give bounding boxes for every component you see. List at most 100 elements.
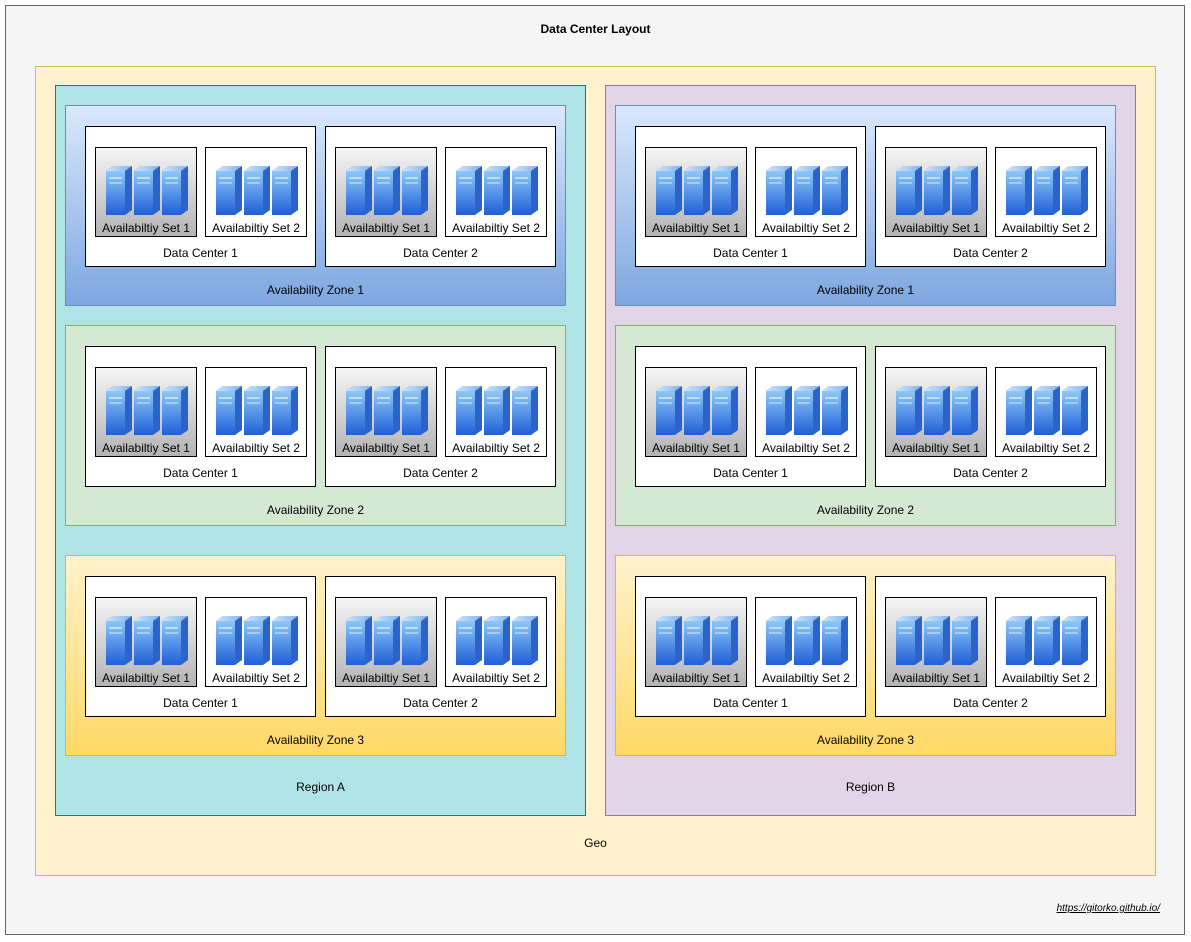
server-group <box>1005 386 1089 438</box>
data-center-2: Data Center 2 Availabiltiy Set 1 Availabil… <box>875 346 1106 487</box>
server-rack-icon <box>952 166 978 215</box>
availability-set-label: Availabiltiy Set 1 <box>102 441 190 455</box>
server-group <box>105 616 189 668</box>
server-rack-icon <box>1006 386 1032 435</box>
availability-set-label: Availabiltiy Set 1 <box>652 441 740 455</box>
source-link[interactable]: https://gitorko.github.io/ <box>1056 903 1160 914</box>
server-rack-icon <box>134 386 160 435</box>
server-rack-icon <box>402 386 428 435</box>
server-rack-icon <box>346 166 372 215</box>
data-center-2: Data Center 2 Availabiltiy Set 1 Availabil… <box>875 576 1106 717</box>
server-rack-icon <box>924 166 950 215</box>
availability-set-2: Availabiltiy Set 2 <box>995 597 1097 687</box>
server-group <box>655 616 739 668</box>
server-group <box>215 166 299 218</box>
availability-set-label: Availabiltiy Set 1 <box>892 671 980 685</box>
server-group <box>895 166 979 218</box>
data-center-label: Data Center 2 <box>953 696 1028 710</box>
data-center-label: Data Center 2 <box>403 696 478 710</box>
data-center-label: Data Center 1 <box>163 696 238 710</box>
server-rack-icon <box>712 166 738 215</box>
server-rack-icon <box>656 166 682 215</box>
server-rack-icon <box>684 166 710 215</box>
data-center-label: Data Center 2 <box>953 466 1028 480</box>
server-rack-icon <box>244 616 270 665</box>
availability-set-label: Availabiltiy Set 2 <box>762 671 850 685</box>
server-rack-icon <box>794 386 820 435</box>
server-rack-icon <box>952 616 978 665</box>
diagram-title: Data Center Layout <box>540 22 651 36</box>
server-group <box>895 616 979 668</box>
server-group <box>215 616 299 668</box>
server-rack-icon <box>1006 166 1032 215</box>
server-rack-icon <box>374 166 400 215</box>
zone-label: Availability Zone 3 <box>816 733 915 747</box>
region-label: Region B <box>845 780 896 794</box>
server-rack-icon <box>402 166 428 215</box>
availability-set-label: Availabiltiy Set 2 <box>212 671 300 685</box>
availability-set-label: Availabiltiy Set 1 <box>102 221 190 235</box>
availability-set-2: Availabiltiy Set 2 <box>205 597 307 687</box>
availability-set-1: Availabiltiy Set 1 <box>95 597 197 687</box>
availability-set-1: Availabiltiy Set 1 <box>885 367 987 457</box>
server-group <box>105 166 189 218</box>
server-rack-icon <box>244 386 270 435</box>
server-rack-icon <box>216 166 242 215</box>
server-rack-icon <box>134 166 160 215</box>
data-center-1: Data Center 1 Availabiltiy Set 1 Availabil… <box>85 346 316 487</box>
server-rack-icon <box>272 166 298 215</box>
data-center-label: Data Center 1 <box>713 696 788 710</box>
server-rack-icon <box>1062 616 1088 665</box>
data-center-label: Data Center 2 <box>403 466 478 480</box>
availability-set-label: Availabiltiy Set 2 <box>762 221 850 235</box>
server-rack-icon <box>374 386 400 435</box>
server-rack-icon <box>456 616 482 665</box>
availability-set-1: Availabiltiy Set 1 <box>335 147 437 237</box>
geo-label: Geo <box>584 836 607 850</box>
server-rack-icon <box>512 616 538 665</box>
availability-set-2: Availabiltiy Set 2 <box>755 367 857 457</box>
server-group <box>345 166 429 218</box>
server-rack-icon <box>766 386 792 435</box>
server-group <box>455 616 539 668</box>
data-center-1: Data Center 1 Availabiltiy Set 1 Availabil… <box>85 576 316 717</box>
data-center-label: Data Center 1 <box>163 246 238 260</box>
availability-set-1: Availabiltiy Set 1 <box>95 367 197 457</box>
server-rack-icon <box>456 386 482 435</box>
server-rack-icon <box>512 386 538 435</box>
server-rack-icon <box>712 616 738 665</box>
data-center-label: Data Center 1 <box>163 466 238 480</box>
server-group <box>1005 616 1089 668</box>
availability-set-label: Availabiltiy Set 2 <box>1002 441 1090 455</box>
server-rack-icon <box>134 616 160 665</box>
server-rack-icon <box>1034 386 1060 435</box>
availability-set-2: Availabiltiy Set 2 <box>205 367 307 457</box>
availability-set-label: Availabiltiy Set 1 <box>892 441 980 455</box>
availability-zone-3: Availability Zone 3 Data Center 1 Availabi… <box>65 555 566 756</box>
availability-set-label: Availabiltiy Set 2 <box>452 221 540 235</box>
server-rack-icon <box>794 166 820 215</box>
data-center-label: Data Center 1 <box>713 246 788 260</box>
server-rack-icon <box>346 386 372 435</box>
server-rack-icon <box>924 616 950 665</box>
availability-set-label: Availabiltiy Set 1 <box>892 221 980 235</box>
server-rack-icon <box>896 386 922 435</box>
server-group <box>215 386 299 438</box>
server-rack-icon <box>456 166 482 215</box>
server-rack-icon <box>374 616 400 665</box>
server-rack-icon <box>766 616 792 665</box>
availability-set-1: Availabiltiy Set 1 <box>335 367 437 457</box>
data-center-label: Data Center 1 <box>713 466 788 480</box>
server-rack-icon <box>402 616 428 665</box>
server-group <box>1005 166 1089 218</box>
availability-set-1: Availabiltiy Set 1 <box>645 367 747 457</box>
zone-label: Availability Zone 3 <box>266 733 365 747</box>
availability-set-label: Availabiltiy Set 2 <box>1002 671 1090 685</box>
